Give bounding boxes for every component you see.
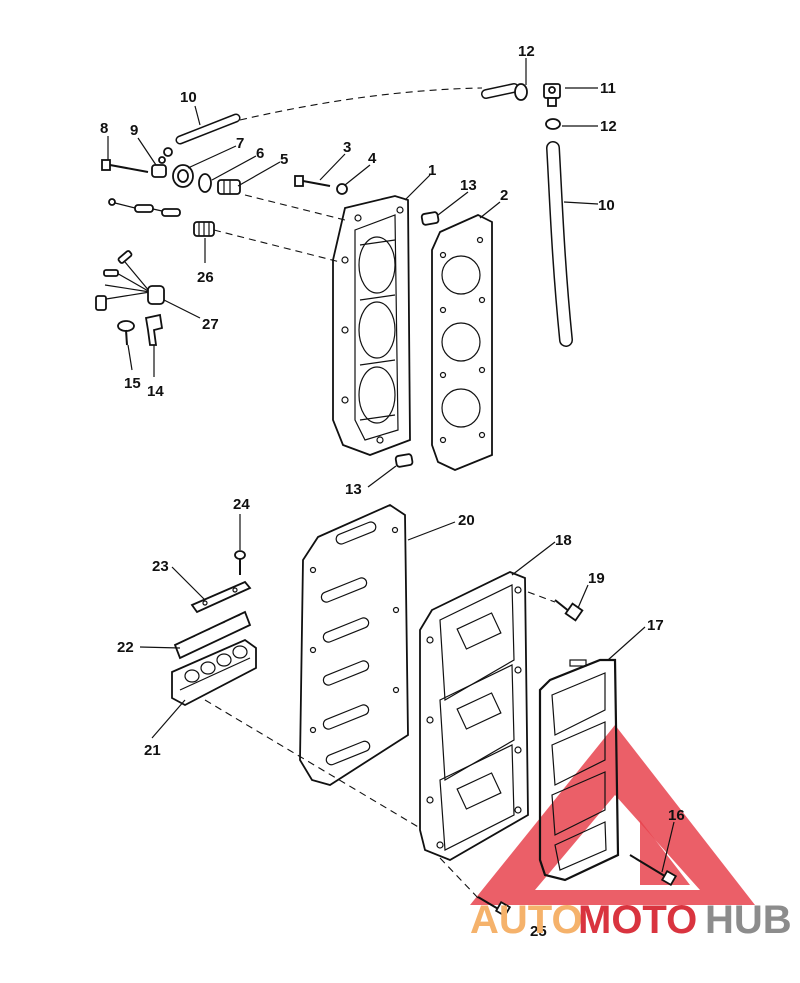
gasket-20	[299, 503, 409, 786]
alignment-dashed-19	[527, 591, 556, 603]
screw-15	[117, 320, 135, 346]
alignment-dashed-25	[439, 857, 481, 901]
bolt-19	[554, 599, 584, 622]
screw-24	[234, 550, 246, 575]
callout-10-right: 10	[598, 197, 615, 214]
callout-7: 7	[236, 135, 244, 152]
screw-8	[101, 159, 149, 173]
dowel-pin-13-bottom	[394, 453, 414, 468]
callout-13-bottom: 13	[345, 481, 362, 498]
watermark-part-1: AUTO	[470, 898, 583, 942]
watermark-part-3: HUB	[705, 898, 792, 942]
watermark-text: AUTO MOTO HUB	[470, 898, 792, 942]
callout-5: 5	[280, 151, 288, 168]
bolt-16	[629, 854, 678, 887]
leader-lines	[107, 58, 675, 873]
hose-clamp-12-top	[481, 83, 528, 101]
washer-4	[336, 183, 348, 195]
callout-1: 1	[428, 162, 436, 179]
callout-20: 20	[458, 512, 475, 529]
alignment-dashed-21	[204, 699, 421, 829]
callout-12-right: 12	[600, 118, 617, 135]
hose-upper	[175, 113, 241, 145]
callout-23: 23	[152, 558, 169, 575]
callout-25: 25	[530, 923, 547, 940]
callout-10-upper: 10	[180, 89, 197, 106]
callout-2: 2	[500, 187, 508, 204]
gasket-17	[538, 658, 620, 882]
elbow-fitting-11	[543, 83, 561, 107]
callout-16: 16	[668, 807, 685, 824]
hose-route-dashed	[239, 87, 483, 121]
callout-9: 9	[130, 122, 138, 139]
thermostat-7	[163, 147, 194, 188]
cylinder-head-1	[332, 195, 411, 456]
clamp-12-lower	[545, 118, 561, 130]
callout-19: 19	[588, 570, 605, 587]
hose-vertical	[546, 141, 573, 347]
callout-labels: 10 12 11 12 10 8 9 7 6 5 3 4 1 13 2 26 2…	[100, 43, 685, 940]
head-gasket-2	[431, 214, 493, 471]
callout-22: 22	[117, 639, 134, 656]
callout-6: 6	[256, 145, 264, 162]
callout-26: 26	[197, 269, 214, 286]
intake-manifold-18	[419, 571, 529, 861]
callout-4: 4	[368, 150, 377, 167]
valve-5	[217, 179, 241, 195]
temp-sensor-26	[193, 221, 215, 237]
clip-14	[144, 313, 164, 346]
dowel-pin-13-top	[420, 211, 440, 226]
callout-27: 27	[202, 316, 219, 333]
alignment-dashed-2	[213, 229, 341, 263]
callout-13-top: 13	[460, 177, 477, 194]
callout-14: 14	[147, 383, 164, 400]
bolt-3	[294, 175, 331, 187]
alignment-dashed-1	[244, 194, 346, 221]
callout-24: 24	[233, 496, 250, 513]
reed-block-21	[171, 638, 257, 707]
callout-17: 17	[647, 617, 664, 634]
callout-18: 18	[555, 532, 572, 549]
callout-11: 11	[600, 80, 616, 97]
callout-15: 15	[124, 375, 141, 392]
callout-8: 8	[100, 120, 108, 137]
callout-21: 21	[144, 742, 161, 759]
watermark-part-2: MOTO	[578, 898, 697, 942]
reed-petals-22	[173, 610, 252, 660]
callout-12-top: 12	[518, 43, 535, 60]
reed-stop-23	[190, 580, 252, 614]
callout-3: 3	[343, 139, 351, 156]
fitting-9	[151, 156, 167, 178]
sensor-wire	[108, 198, 181, 217]
wire-harness-27	[95, 250, 165, 311]
gasket-6	[198, 173, 212, 193]
screw-25	[477, 896, 512, 918]
